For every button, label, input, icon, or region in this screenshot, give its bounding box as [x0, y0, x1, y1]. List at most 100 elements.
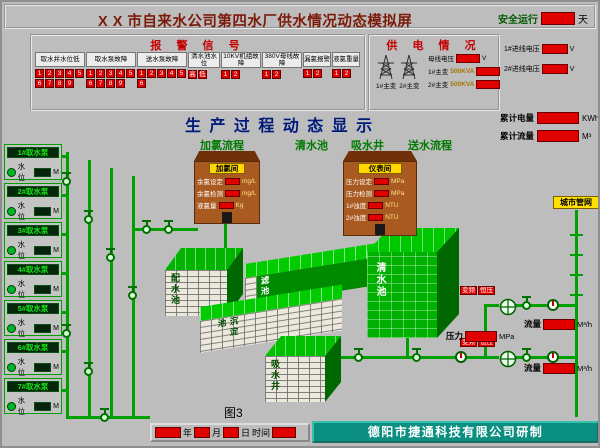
- transformer-area: 1#主变 2#主变: [376, 54, 419, 90]
- alarm-indicator: 1: [35, 69, 44, 78]
- pipe: [110, 168, 113, 418]
- tank-suction-well: 吸水井: [265, 336, 341, 402]
- intake-pump-unit: 6#取水泵 水位 M: [4, 339, 62, 377]
- valve-icon[interactable]: [62, 172, 71, 186]
- pipe: [62, 194, 68, 197]
- total-flow-unit: M³: [582, 131, 592, 141]
- incoming-line-unit: V: [569, 45, 575, 53]
- month-display: [194, 427, 211, 438]
- pipe-flange: [570, 234, 583, 236]
- reading-unit: NTU: [385, 213, 399, 221]
- delivery-pump-icon[interactable]: [499, 350, 517, 373]
- incoming-line-display: [541, 64, 568, 74]
- alarm-indicator: 5: [75, 69, 84, 78]
- pump-icon[interactable]: [7, 167, 16, 177]
- total-energy-unit: KWh: [582, 113, 600, 123]
- alarm-groups: 取水井水位低 1 2 3 4 5 6 7 8 9 取水泵故障 1 2: [35, 52, 360, 88]
- alarm-group-label: 取水泵故障: [86, 52, 136, 67]
- bus-voltage-row: 母线电压 V: [428, 53, 500, 63]
- vfd-status: 变频 恒压: [460, 286, 495, 295]
- time-display: [272, 427, 297, 438]
- alarm-indicator: 2: [342, 69, 351, 78]
- valve-icon[interactable]: [522, 348, 531, 362]
- valve-icon[interactable]: [164, 220, 173, 234]
- pump-icon[interactable]: [7, 284, 16, 294]
- reading-label: 压力检测: [346, 191, 372, 198]
- valve-icon[interactable]: [128, 286, 137, 300]
- valve-icon[interactable]: [100, 408, 109, 422]
- alarm-indicator: 2: [231, 70, 240, 79]
- pump-icon[interactable]: [7, 245, 16, 255]
- alarm-indicator: 低: [198, 70, 207, 79]
- water-level-unit: M: [53, 363, 59, 371]
- transformer-row: 2#主变 500KVA: [428, 79, 501, 89]
- reading-label: 液氯量: [197, 203, 217, 210]
- tank-label: 清水池: [374, 262, 385, 298]
- alarm-group-label: 漏氯报警: [303, 52, 331, 67]
- intake-pump-unit: 2#取水泵 水位 M: [4, 183, 62, 221]
- valve-icon[interactable]: [142, 220, 151, 234]
- alarm-indicators: 1 2: [262, 70, 302, 79]
- alarm-group-label: 液氯重量: [332, 52, 360, 67]
- pump-name-display: 5#取水泵: [7, 303, 59, 314]
- pipe-flange: [570, 274, 583, 276]
- alarm-indicator: 4: [116, 69, 125, 78]
- pump-icon[interactable]: [7, 362, 16, 372]
- pump-icon[interactable]: [7, 323, 16, 333]
- room-name-plate: 仪表间: [358, 163, 402, 174]
- pipe: [575, 210, 578, 417]
- door: [222, 212, 232, 223]
- pump-name-display: 6#取水泵: [7, 342, 59, 353]
- valve-icon[interactable]: [84, 362, 93, 376]
- alarm-group: 取水泵故障 1 2 3 4 5 6 7 8 9: [86, 52, 136, 88]
- reading-display: [225, 177, 240, 185]
- valve-icon[interactable]: [354, 348, 363, 362]
- safe-run-group: 安全运行 天: [498, 11, 588, 26]
- alarm-indicator: 1: [221, 70, 230, 79]
- valve-icon[interactable]: [84, 210, 93, 224]
- bus-voltage-unit: V: [482, 54, 487, 62]
- reading-label: 余氯设定: [197, 179, 223, 186]
- pipe: [484, 304, 499, 307]
- water-level-display: [33, 206, 52, 216]
- tank-label: 配水池: [170, 273, 180, 306]
- pressure-meter-row: 压力 MPa: [446, 330, 514, 342]
- pipe: [62, 155, 68, 158]
- reading-label: 1#浊度: [346, 203, 367, 210]
- alarm-indicator: 6: [35, 79, 44, 88]
- transformer-rating: 500KVA: [450, 80, 475, 88]
- alarm-indicator: 9: [65, 79, 74, 88]
- reading-unit: NTU: [385, 201, 399, 209]
- pump-icon[interactable]: [7, 206, 16, 216]
- intake-pump-unit: 3#取水泵 水位 M: [4, 222, 62, 260]
- valve-icon[interactable]: [412, 348, 421, 362]
- vfd-badge: 恒压: [478, 286, 495, 295]
- process-title: 生 产 过 程 动 态 显 示: [185, 118, 375, 135]
- safe-run-display: [541, 12, 575, 25]
- pump-icon[interactable]: [7, 401, 16, 411]
- alarm-group-label: 清水池水位: [188, 52, 220, 68]
- reading-row: 压力检测 MPa: [346, 188, 414, 198]
- transformer-row: 1#主变 500KVA: [428, 66, 501, 76]
- pipe: [224, 214, 227, 250]
- pipe: [484, 304, 487, 356]
- safe-run-label: 安全运行: [498, 15, 538, 26]
- water-level-label: 水位: [17, 396, 26, 416]
- water-level-display: [33, 323, 52, 333]
- transformer-name: 2#主变: [428, 82, 449, 89]
- water-level-display: [33, 167, 52, 177]
- delivery-pump-icon[interactable]: [499, 298, 517, 321]
- pump-name-display: 7#取水泵: [7, 381, 59, 392]
- valve-icon[interactable]: [106, 248, 115, 262]
- valve-icon[interactable]: [62, 324, 71, 338]
- power-panel-title: 供 电 情 况: [386, 40, 482, 52]
- water-level-display: [33, 362, 52, 372]
- total-energy-row: 累计电量 KWh: [500, 112, 600, 124]
- valve-icon[interactable]: [522, 296, 531, 310]
- alarm-indicators: 1 2: [303, 69, 331, 78]
- alarm-group: 10KV机组故障 1 2: [221, 52, 261, 79]
- flowmeter-icon: [547, 299, 559, 311]
- water-level-unit: M: [53, 324, 59, 332]
- alarm-indicator: 7: [96, 79, 105, 88]
- transformer-rating: 500KVA: [450, 67, 475, 75]
